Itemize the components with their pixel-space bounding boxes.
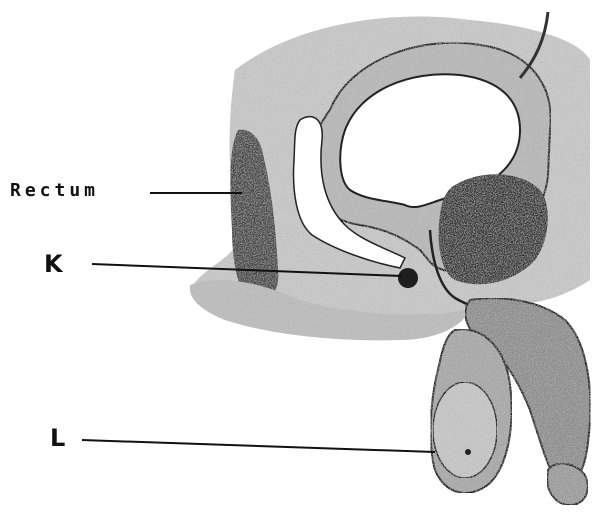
seminal-vesicle	[398, 268, 418, 288]
rectum-label: Rectum	[10, 182, 99, 200]
testis	[433, 382, 497, 478]
l-leader-line	[82, 440, 435, 452]
l-label: L	[50, 426, 65, 450]
testis-dot	[465, 449, 471, 455]
k-label: K	[44, 252, 63, 276]
